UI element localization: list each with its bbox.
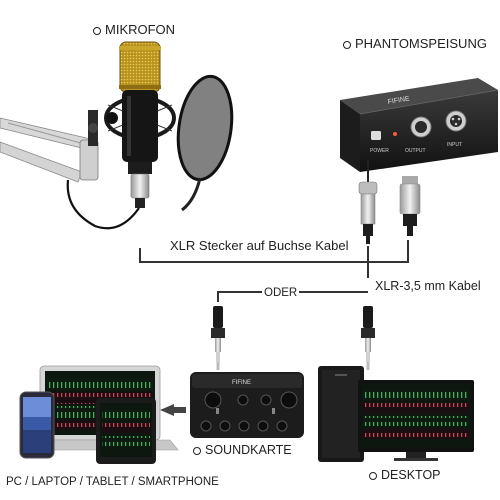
bullet-icon: [193, 447, 201, 455]
label-oder: ODER: [262, 286, 300, 300]
phantom-power-box: [340, 78, 499, 172]
mic-cable: [66, 179, 140, 230]
label-soundkarte: SOUNDKARTE: [193, 443, 292, 457]
phantom-input-text: INPUT: [447, 142, 462, 148]
boom-arm: [0, 110, 99, 183]
bullet-icon: [369, 472, 377, 480]
microphone: [104, 41, 176, 208]
phantom-output-text: OUTPUT: [405, 148, 426, 154]
tablet: [96, 398, 156, 464]
smartphone: [19, 391, 55, 459]
jack-left: [211, 306, 225, 370]
phantom-power-text: POWER: [370, 148, 389, 154]
desktop-tower: [318, 366, 364, 462]
soundcard-brand-text: FIFINE: [232, 380, 251, 386]
phantom-brand-text: FIFINE: [387, 96, 410, 106]
label-desktop: DESKTOP: [369, 468, 441, 482]
sound-card: [190, 372, 304, 438]
label-devices: PC / LAPTOP / TABLET / SMARTPHONE: [6, 476, 219, 488]
bullet-icon: [93, 27, 101, 35]
xlr-male-connector: [399, 176, 421, 236]
label-xlr-35-cable: XLR-3,5 mm Kabel: [375, 279, 481, 293]
jack-right: [361, 306, 375, 370]
connection-lines: [139, 240, 409, 302]
label-xlr-cable: XLR Stecker auf Buchse Kabel: [170, 238, 349, 253]
pop-filter: [176, 74, 234, 212]
desktop-monitor: [358, 380, 474, 461]
arrow-to-devices: [160, 404, 174, 416]
xlr-female-connector: [358, 160, 378, 244]
label-phantomspeisung: PHANTOMSPEISUNG: [343, 37, 487, 51]
label-mikrofon: MIKROFON: [93, 23, 175, 37]
bullet-icon: [343, 41, 351, 49]
